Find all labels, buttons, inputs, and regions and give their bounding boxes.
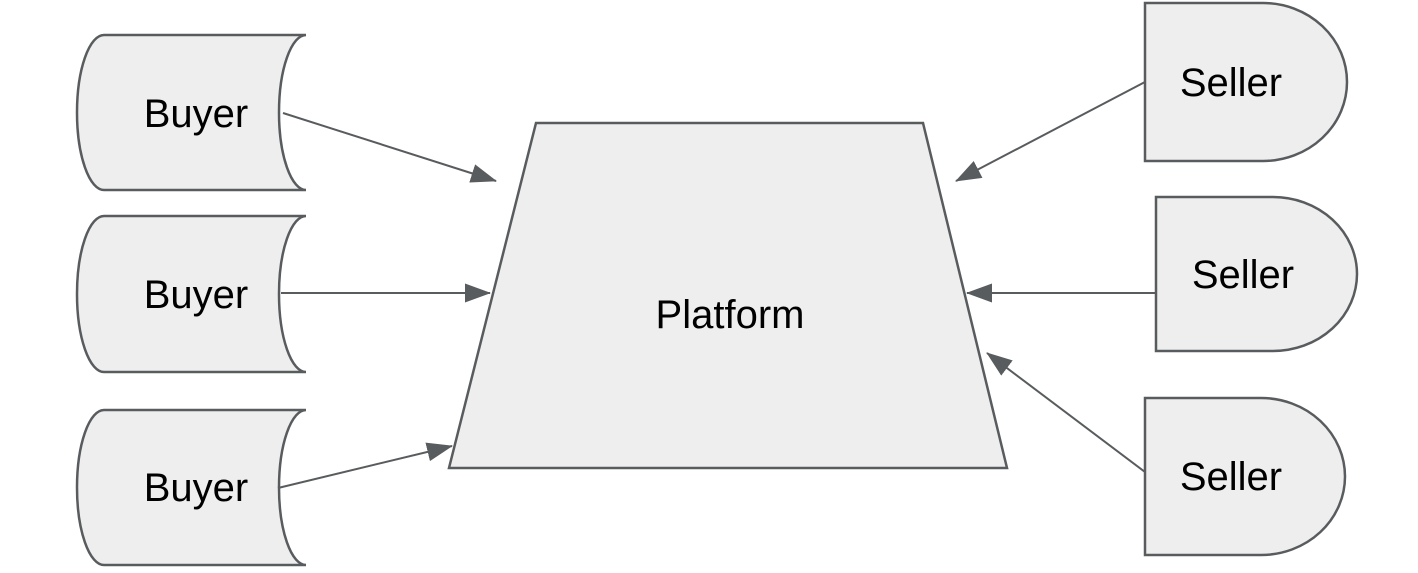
seller-label-3: Seller bbox=[1180, 455, 1282, 499]
buyer-label-1: Buyer bbox=[144, 92, 249, 136]
stored-data-shape bbox=[75, 33, 307, 192]
buyer-node-2: Buyer bbox=[75, 214, 307, 374]
buyer-label-3: Buyer bbox=[144, 466, 249, 510]
arrow-buyer-1-to-platform bbox=[282, 112, 497, 183]
seller-node-2: Seller bbox=[1154, 195, 1359, 353]
seller-node-1: Seller bbox=[1143, 1, 1349, 163]
buyer-node-3: Buyer bbox=[75, 408, 307, 567]
buyer-label-2: Buyer bbox=[144, 273, 249, 317]
seller-label-1: Seller bbox=[1180, 61, 1282, 105]
trapezoid-shape bbox=[447, 121, 1009, 470]
seller-node-3: Seller bbox=[1143, 396, 1347, 557]
seller-label-2: Seller bbox=[1192, 253, 1294, 297]
delay-shape bbox=[1143, 1, 1349, 163]
stored-data-shape bbox=[75, 408, 307, 567]
platform-label: Platform bbox=[656, 293, 805, 337]
delay-shape bbox=[1143, 396, 1347, 557]
buyer-node-1: Buyer bbox=[75, 33, 307, 192]
stored-data-shape bbox=[75, 214, 307, 374]
arrow-buyer-3-to-platform bbox=[277, 442, 453, 489]
arrow-seller-3-to-platform bbox=[986, 352, 1146, 473]
platform-node: Platform bbox=[447, 121, 1009, 470]
delay-shape bbox=[1154, 195, 1359, 353]
arrow-seller-1-to-platform bbox=[955, 81, 1146, 182]
